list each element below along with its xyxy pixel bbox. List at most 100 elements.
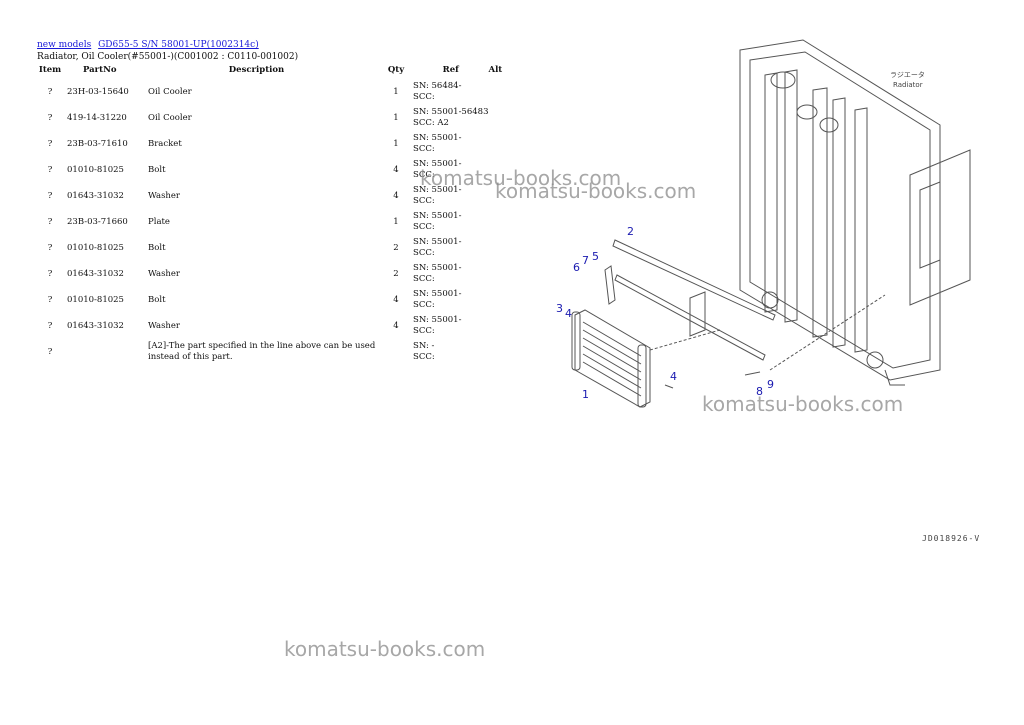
cell-partno: 01643-31032 [67, 268, 124, 279]
cell-ref: SN: 55001-SCC: [407, 157, 488, 183]
cell-ref: SN: 55001-SCC: [407, 261, 488, 287]
cell-qty: 2 [393, 268, 399, 279]
radiator-label: Radiator [893, 81, 923, 89]
cell-description: Bolt [148, 164, 166, 175]
cell-partno: 23H-03-15640 [67, 86, 129, 97]
cell-item: ? [47, 242, 53, 253]
callout-4b: 4 [670, 370, 677, 383]
cell-description: Washer [148, 268, 180, 279]
cell-ref: SN: 55001-SCC: [407, 235, 488, 261]
radiator-label-jp: ラジエータ [890, 70, 925, 79]
cell-partno: 23B-03-71610 [67, 138, 128, 149]
cell-qty: 1 [393, 86, 399, 97]
exploded-parts-diagram: 1 2 3 4 4 5 6 7 8 9 ラジエータ Radiator [556, 39, 971, 408]
cell-ref: SN: -SCC: [407, 339, 488, 365]
cell-ref: SN: 55001-SCC: [407, 287, 488, 313]
cell-alt [488, 261, 512, 287]
header-qty: Qty [387, 65, 405, 75]
ref-line: SN: 55001- [413, 237, 462, 247]
cell-partno [67, 339, 148, 365]
cell-description: Bolt [148, 242, 166, 253]
cell-qty: 1 [393, 138, 399, 149]
plate-upper [612, 239, 776, 321]
callout-3: 3 [556, 302, 563, 315]
ref-line: SCC: [413, 274, 435, 284]
cell-item: ? [47, 294, 53, 305]
callout-2: 2 [627, 225, 634, 238]
ref-line: SN: 55001- [413, 263, 462, 273]
ref-line: SCC: A2 [413, 118, 449, 128]
ref-line: SN: 55001- [413, 185, 462, 195]
header-item: Item [38, 65, 62, 75]
cell-description: [A2]-The part specified in the line abov… [148, 341, 376, 362]
cell-alt [488, 209, 512, 235]
cell-qty: 1 [393, 112, 399, 123]
table-row: ? 01010-81025 Bolt 2 SN: 55001-SCC: [33, 235, 512, 261]
cell-qty: 4 [393, 294, 399, 305]
parts-table: Item PartNo Description Qty Ref Alt ? 23H… [33, 65, 512, 365]
cell-partno: 01643-31032 [67, 190, 124, 201]
cell-item: ? [47, 190, 53, 201]
cell-alt [488, 79, 512, 105]
bracket [604, 265, 616, 305]
callout-4a: 4 [565, 307, 572, 320]
ref-line: SCC: [413, 170, 435, 180]
cell-qty: 2 [393, 242, 399, 253]
cell-ref: SN: 55001-SCC: [407, 209, 488, 235]
cell-ref: SN: 56484-SCC: [407, 79, 488, 105]
cell-description: Plate [148, 216, 170, 227]
callout-labels: 1 2 3 4 4 5 6 7 8 9 [556, 225, 774, 401]
cell-alt [488, 105, 512, 131]
cell-item: ? [47, 138, 53, 149]
callout-6: 6 [573, 261, 580, 274]
cell-partno: 01010-81025 [67, 294, 124, 305]
cell-ref: SN: 55001-SCC: [407, 313, 488, 339]
header-ref: Ref [442, 65, 459, 75]
breadcrumb: new models GD655-5 S/N 58001-UP(1002314c… [37, 40, 263, 51]
ref-line: SN: 55001- [413, 315, 462, 325]
ref-line: SCC: [413, 248, 435, 258]
callout-5: 5 [592, 250, 599, 263]
ref-line: SN: 56484- [413, 81, 462, 91]
radiator-side-plate [909, 149, 971, 306]
cell-item: ? [47, 346, 53, 357]
cell-item: ? [47, 112, 53, 123]
ref-line: SN: 55001-56483 [413, 107, 489, 117]
cell-qty: 1 [393, 216, 399, 227]
cell-alt [488, 157, 512, 183]
cell-description: Bracket [148, 138, 182, 149]
ref-line: SCC: [413, 352, 435, 362]
cell-description: Oil Cooler [148, 86, 192, 97]
cell-alt [488, 235, 512, 261]
header-alt: Alt [488, 65, 503, 75]
table-header-row: Item PartNo Description Qty Ref Alt [33, 65, 512, 79]
ref-line: SCC: [413, 326, 435, 336]
cell-description: Oil Cooler [148, 112, 192, 123]
header-partno: PartNo [83, 65, 117, 75]
callout-1: 1 [582, 388, 589, 401]
ref-line: SN: 55001- [413, 211, 462, 221]
radiator-inner-frame [749, 51, 931, 369]
cell-item: ? [47, 164, 53, 175]
callout-9: 9 [767, 378, 774, 391]
breadcrumb-link-new-models[interactable]: new models [37, 40, 92, 50]
ref-line: SN: 55001- [413, 289, 462, 299]
cell-qty: 4 [393, 320, 399, 331]
cell-partno: 01010-81025 [67, 242, 124, 253]
breadcrumb-link-model[interactable]: GD655-5 S/N 58001-UP(1002314c) [98, 40, 259, 50]
table-row: ? [A2]-The part specified in the line abo… [33, 339, 512, 365]
cell-qty: 4 [393, 164, 399, 175]
cell-alt [488, 287, 512, 313]
drawing-code: JD018926-V [922, 534, 981, 543]
plate-lower [614, 274, 766, 361]
cell-item: ? [47, 320, 53, 331]
